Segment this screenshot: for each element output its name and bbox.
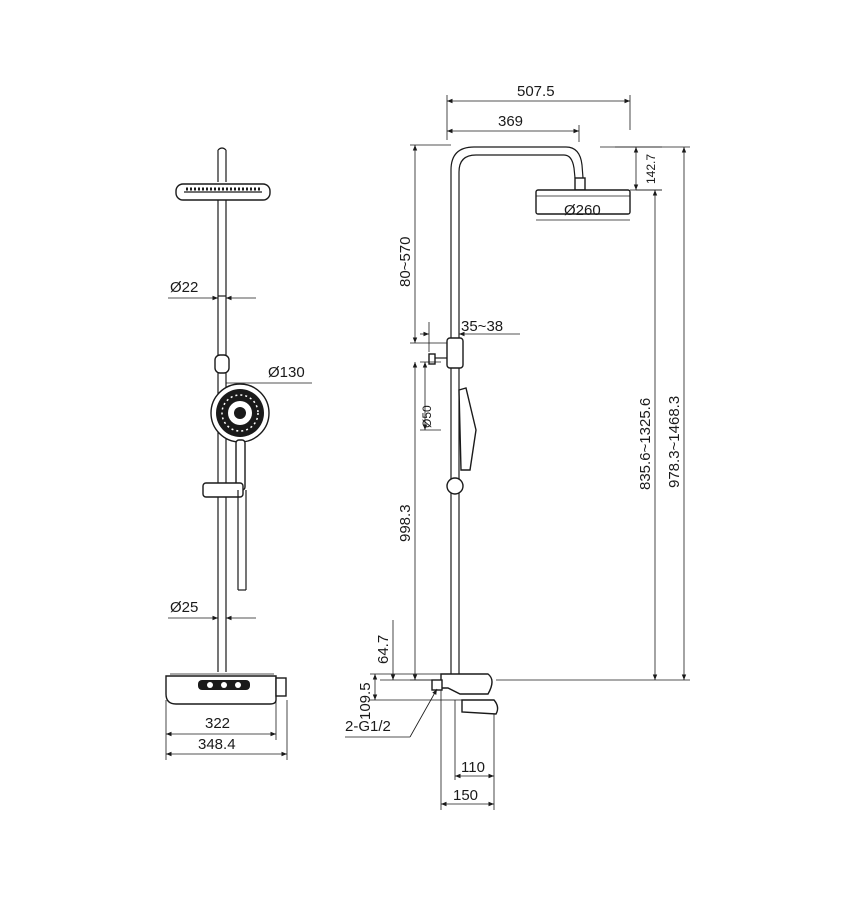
side-hand-shower — [446, 387, 477, 495]
dim-head-height: 142.7 — [615, 146, 662, 191]
dim-shelf-widths: 322 348.4 — [165, 700, 288, 760]
label-wall-distance-inner: 110 — [461, 759, 485, 776]
dim-arm-reach: 369 — [447, 113, 580, 142]
label-height-range-outer: 978.3~1468.3 — [666, 396, 683, 488]
label-head-diameter: Ø260 — [564, 202, 601, 219]
dim-height-range-outer: 978.3~1468.3 — [600, 146, 690, 681]
label-connection: 2-G1/2 — [345, 718, 391, 735]
label-shelf-width-inner: 322 — [205, 715, 230, 732]
label-head-height: 142.7 — [644, 154, 658, 184]
side-wall-bracket — [428, 337, 464, 369]
label-wall-distance-outer: 150 — [453, 787, 478, 804]
dim-valve-offset-upper: 64.7 — [375, 620, 432, 681]
front-thermostat-shelf — [165, 673, 287, 705]
front-upper-pipe — [217, 200, 227, 355]
dim-lower-pipe-diameter: Ø25 — [168, 599, 256, 621]
front-hand-shower — [210, 383, 270, 491]
dim-bracket-range: 35~38 — [420, 318, 520, 352]
dim-pipe-diameter: Ø22 — [168, 279, 256, 301]
side-thermostat — [431, 673, 499, 715]
label-lower-pipe-diameter: Ø25 — [170, 599, 198, 616]
label-bracket-range: 35~38 — [461, 318, 503, 335]
front-overhead-shower — [175, 147, 271, 201]
front-slider-bracket — [202, 482, 244, 498]
dim-connection: 2-G1/2 — [345, 688, 438, 738]
label-hand-shower-size: Ø50 — [420, 405, 434, 428]
label-hand-shower-diameter: Ø130 — [268, 364, 305, 381]
front-view: Ø22 Ø130 Ø25 322 348.4 — [165, 147, 312, 760]
dim-hand-shower-diameter: Ø130 — [226, 364, 312, 384]
label-shelf-width-outer: 348.4 — [198, 736, 236, 753]
dim-height-to-valve: 998.3 — [397, 362, 441, 681]
label-height-to-valve: 998.3 — [397, 504, 414, 542]
dim-valve-offset-lower: 109.5 — [357, 673, 462, 720]
dim-head-diameter: Ø260 — [536, 202, 630, 221]
front-slide-joint — [214, 354, 230, 374]
dim-height-range-inner: 835.6~1325.6 — [496, 189, 662, 681]
dim-hand-shower-size: Ø50 — [420, 361, 441, 431]
dim-wall-distances: 110 150 — [440, 690, 495, 810]
label-height-range-inner: 835.6~1325.6 — [637, 398, 654, 490]
label-valve-offset-upper: 64.7 — [375, 635, 392, 664]
side-overhead-shower — [535, 189, 631, 215]
side-view: 507.5 369 Ø260 142.7 80~570 — [345, 83, 690, 810]
front-hose — [237, 490, 247, 590]
label-adjust-range: 80~570 — [397, 237, 414, 287]
dim-adjust-range: 80~570 — [397, 144, 451, 344]
side-riser-and-arm — [450, 146, 586, 678]
dim-overall-reach: 507.5 — [446, 83, 631, 140]
label-pipe-diameter: Ø22 — [170, 279, 198, 296]
label-arm-reach: 369 — [498, 113, 523, 130]
label-overall-reach: 507.5 — [517, 83, 555, 100]
label-valve-offset-lower: 109.5 — [357, 682, 374, 720]
